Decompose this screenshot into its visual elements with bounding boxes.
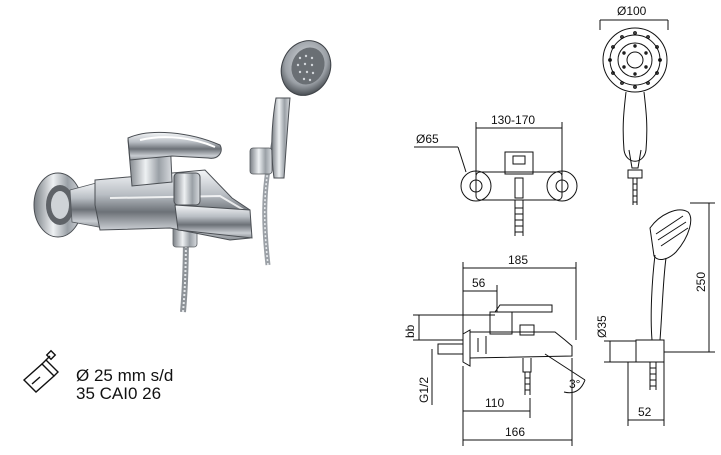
lever-handle xyxy=(127,131,222,161)
dim-handle-diameter: Ø35 xyxy=(595,315,609,338)
product-photo xyxy=(33,40,332,313)
handshower-side-view xyxy=(604,202,715,426)
dim-center-distance: 130-170 xyxy=(491,113,535,127)
handshower-handle xyxy=(271,97,291,179)
dimension-labels: Ø100 Ø65 130-170 185 56 bb G1/2 3° 110 1… xyxy=(403,4,708,439)
diverter-knob xyxy=(173,172,201,206)
handshower-top-view xyxy=(599,19,669,205)
dim-spout-angle: 3° xyxy=(569,377,581,391)
dim-total-length: 166 xyxy=(505,425,525,439)
wall-holder xyxy=(249,147,273,175)
dim-connection: G1/2 xyxy=(417,377,431,403)
dim-body-height: bb xyxy=(403,324,417,338)
dim-handshower-length: 250 xyxy=(694,272,708,292)
dim-shower-head-diameter: Ø100 xyxy=(617,4,647,18)
cartridge-size: Ø 25 mm s/d xyxy=(76,366,174,385)
cartridge-code: 35 CAI0 26 xyxy=(76,384,162,403)
dim-total-width: 185 xyxy=(508,253,528,267)
dim-holder-depth: 52 xyxy=(638,405,652,419)
dim-handle-offset: 56 xyxy=(472,276,486,290)
mixer-front-view xyxy=(414,122,578,236)
mixer-side-view xyxy=(413,262,586,446)
cartridge-icon xyxy=(22,349,59,393)
dim-escutcheon-diameter: Ø65 xyxy=(416,132,439,146)
dim-spout-reach: 110 xyxy=(485,396,504,410)
spout xyxy=(174,204,253,239)
